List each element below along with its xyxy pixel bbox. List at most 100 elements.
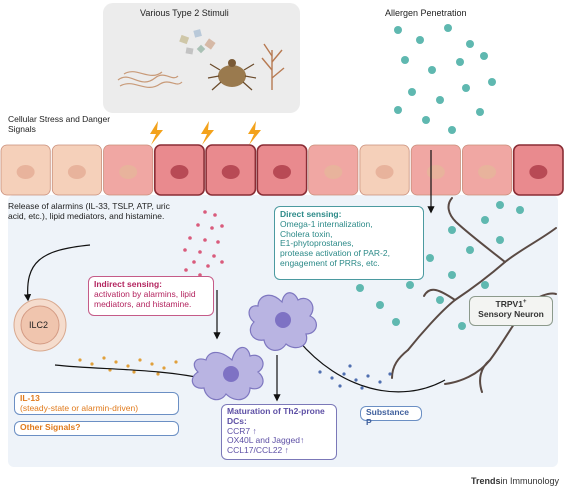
maturation-item-1: CCR7 ↑ [227, 425, 257, 436]
dendritic-cell-2 [248, 292, 317, 351]
il13-dot [90, 362, 94, 366]
substance-p-dot [354, 378, 358, 382]
allergen-particle [428, 66, 436, 74]
direct-item-5: engagement of PRRs, etc. [280, 257, 380, 268]
allergen-particle [476, 108, 484, 116]
alarmin-dot [198, 273, 202, 277]
allergen-particle [448, 271, 456, 279]
neuron-title-text: TRPV1 [495, 298, 523, 309]
substance-p-box: Substance P [360, 406, 422, 427]
allergen-particle [496, 236, 504, 244]
allergen-particle [448, 226, 456, 234]
alarmin-dot [192, 260, 196, 264]
direct-sensing-box: Direct sensing: Omega-1 internalization,… [274, 206, 424, 280]
allergen-particle [401, 56, 409, 64]
allergen-particle [466, 246, 474, 254]
alarmin-dot [220, 224, 224, 228]
neuron-superscript: + [522, 299, 527, 305]
dust-mite-icon [207, 59, 257, 91]
allergen-particle [394, 26, 402, 34]
alarmin-dot [196, 223, 200, 227]
substance-p-dot [318, 370, 322, 374]
allergen-particle [436, 96, 444, 104]
stimuli-title: Various Type 2 Stimuli [140, 8, 229, 18]
allergen-particle [448, 126, 456, 134]
allergen-particle [408, 88, 416, 96]
ilc2-cell [13, 298, 67, 352]
allergen-particle [458, 322, 466, 330]
alarmin-dot [206, 264, 210, 268]
alarmin-dot [198, 250, 202, 254]
allergen-particle [422, 116, 430, 124]
allergen-particle [394, 106, 402, 114]
cell-nucleus [324, 165, 343, 179]
fiber-stimulus-icon [117, 71, 183, 89]
allergen-particle [406, 281, 414, 289]
allergen-particle [481, 216, 489, 224]
substance-p-dot [378, 380, 382, 384]
plant-stimulus-icon [261, 43, 285, 90]
allergen-particle [392, 318, 400, 326]
allergen-title: Allergen Penetration [385, 8, 467, 18]
substance-p-dot [338, 384, 342, 388]
alarmin-dot [220, 260, 224, 264]
allergen-particle [426, 254, 434, 262]
alarmin-release-dots [183, 210, 224, 277]
dendritic-cell-1 [191, 346, 264, 401]
indirect-sensing-box: Indirect sensing: activation by alarmins… [88, 276, 214, 316]
cell-nucleus [67, 165, 86, 179]
allergen-particle [466, 40, 474, 48]
neuron-title: TRPV1+ [474, 299, 548, 310]
il13-dot [78, 358, 82, 362]
allergen-particle [436, 296, 444, 304]
footer-journal: in Immunology [500, 476, 559, 486]
stimuli-panel [103, 3, 300, 113]
footer-brand: Trends [470, 476, 501, 486]
ilc2-label: ILC2 [29, 320, 49, 330]
cell-nucleus [16, 165, 35, 179]
allergen-particle [481, 281, 489, 289]
neuron-subtitle: Sensory Neuron [478, 308, 544, 319]
il13-dot [102, 356, 106, 360]
il13-dot [174, 360, 178, 364]
substance-p-dot [342, 372, 346, 376]
allergen-particle [456, 58, 464, 66]
il13-dot [156, 372, 160, 376]
allergen-particle [496, 201, 504, 209]
neuron-label-box: TRPV1+ Sensory Neuron [469, 296, 553, 326]
alarmin-dot [203, 210, 207, 214]
indirect-sensing-title: Indirect sensing: [94, 279, 163, 289]
maturation-box: Maturation of Th2-prone DCs: CCR7 ↑ OX40… [221, 404, 337, 460]
journal-footer: Trendsin Immunology [471, 476, 559, 486]
alarmin-dot [216, 240, 220, 244]
maturation-title: Maturation of Th2-prone DCs: [227, 406, 325, 426]
direct-item-1: Omega-1 internalization, [280, 218, 373, 229]
substance-p-text: Substance P [366, 407, 409, 427]
alarmin-dot [183, 248, 187, 252]
il13-dot [162, 366, 166, 370]
direct-item-4: protease activation of PAR-2, [280, 248, 390, 259]
alarmin-dot [184, 268, 188, 272]
il13-dot [132, 370, 136, 374]
il13-title: IL-13 [20, 393, 40, 403]
crystal-stimulus-icon [179, 29, 216, 55]
substance-p-dot [330, 376, 334, 380]
maturation-item-2: OX40L and Jagged↑ [227, 435, 305, 446]
allergen-particle [416, 36, 424, 44]
alarmin-dot [212, 254, 216, 258]
stress-label: Cellular Stress and Danger Signals [8, 114, 111, 134]
cell-nucleus [426, 165, 445, 179]
alarmin-dot [203, 238, 207, 242]
substance-p-dots [318, 364, 392, 390]
substance-p-dot [366, 374, 370, 378]
allergen-particle [356, 284, 364, 292]
cell-nucleus [478, 165, 497, 179]
cell-nucleus [529, 165, 548, 179]
maturation-item-3: CCL17/CCL22 ↑ [227, 445, 289, 456]
other-signals-box: Other Signals? [14, 421, 179, 436]
cell-nucleus [119, 165, 138, 179]
allergen-particle [444, 24, 452, 32]
direct-item-3: E1-phytoprostanes, [280, 238, 354, 249]
allergen-particles [346, 24, 524, 330]
il13-box: IL-13 (steady-state or alarmin-driven) [14, 392, 179, 415]
